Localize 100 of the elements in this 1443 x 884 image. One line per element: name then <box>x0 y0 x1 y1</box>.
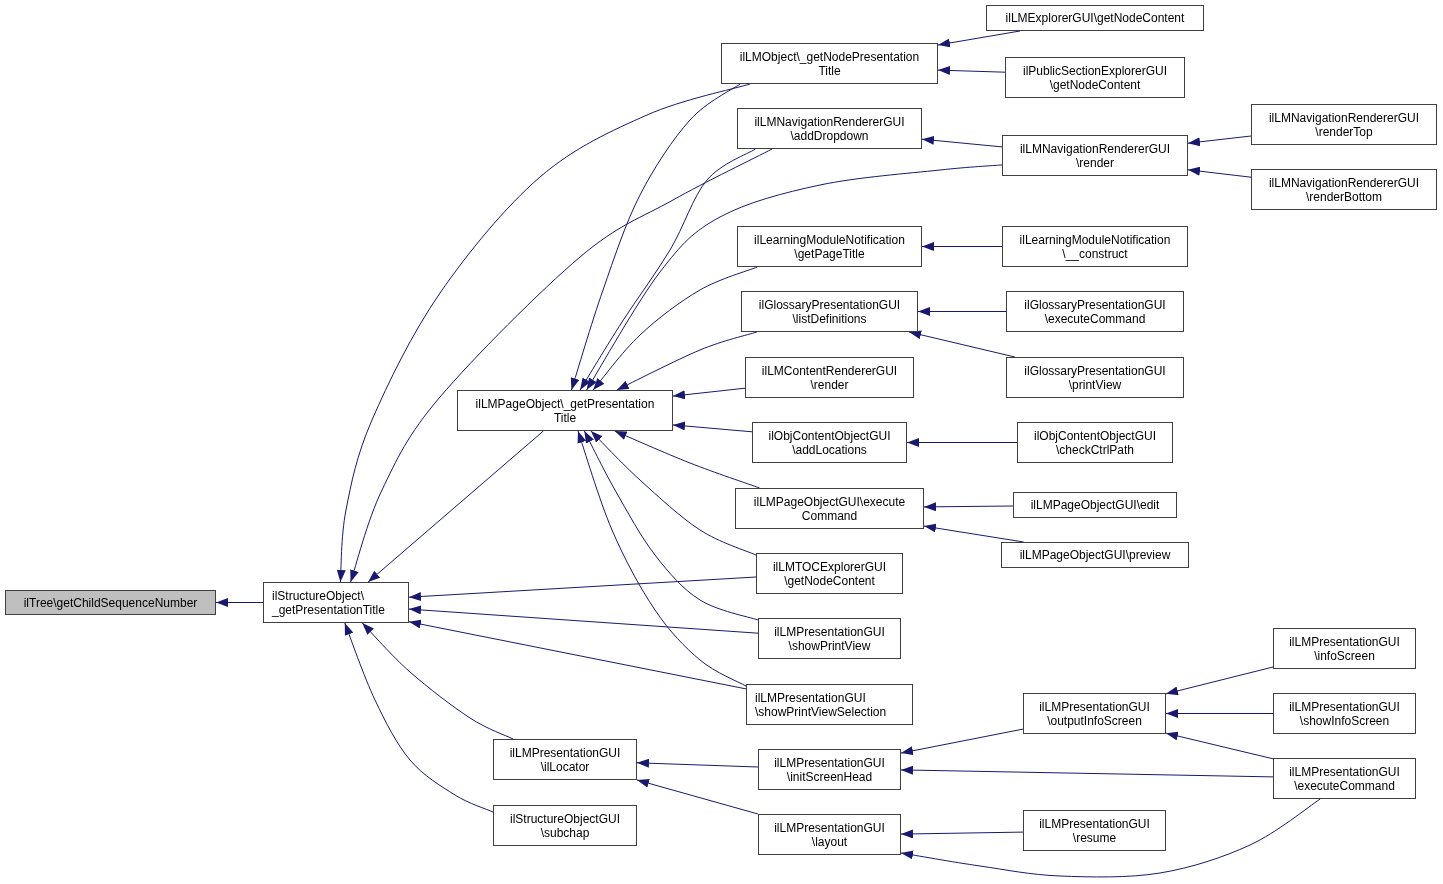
call-arrow <box>636 778 759 815</box>
function-node <box>1013 492 1177 518</box>
highlighted-function-node <box>5 590 216 615</box>
function-node <box>746 684 913 725</box>
function-name: ilTree\getChildSequenceNumber <box>23 595 198 610</box>
call-arrow <box>408 605 759 634</box>
call-arrow <box>917 307 1007 316</box>
call-arrow <box>367 430 544 583</box>
call-arrow <box>636 758 759 768</box>
function-node <box>1251 169 1437 210</box>
function-node <box>1251 104 1437 145</box>
function-node <box>1023 810 1166 851</box>
function-name: ilLMNavigationRendererGUI \renderTop <box>1267 110 1421 139</box>
function-name: ilLMPageObjectGUI\execute Command <box>752 494 907 523</box>
call-arrow <box>579 148 756 391</box>
function-name: ilLMNavigationRendererGUI \renderBottom <box>1267 175 1421 204</box>
call-arrow <box>408 619 747 690</box>
function-node <box>263 582 409 623</box>
call-arrow <box>900 829 1024 839</box>
function-name: ilStructureObject\ _getPresentationTitle <box>272 588 386 617</box>
function-node <box>1017 422 1173 463</box>
function-node <box>493 739 637 780</box>
function-node <box>752 422 907 463</box>
function-name: ilLMContentRendererGUI \render <box>760 363 899 392</box>
function-node <box>457 390 673 431</box>
call-arrow <box>1165 666 1274 696</box>
function-name: ilLMPresentationGUI \showInfoScreen <box>1288 699 1401 728</box>
function-name: ilLearningModuleNotification \getPageTitle <box>753 232 906 261</box>
function-name: ilLMPageObjectGUI\preview <box>1019 548 1171 562</box>
function-name: ilStructureObjectGUI \subchap <box>508 811 621 840</box>
function-name: ilLMPresentationGUI \showPrintViewSelection <box>755 690 888 719</box>
call-arrow <box>614 430 761 489</box>
function-name: ilLMPageObject\_getPresentation Title <box>474 396 656 425</box>
call-arrow <box>583 430 759 621</box>
call-arrow <box>215 598 264 607</box>
function-node <box>745 357 914 398</box>
function-name: ilGlossaryPresentationGUI \executeCommand <box>1023 297 1167 326</box>
call-arrow <box>906 438 1018 447</box>
function-name: ilGlossaryPresentationGUI \printView <box>1023 363 1167 392</box>
function-name: ilLMNavigationRendererGUI \addDropdown <box>753 114 906 143</box>
function-node <box>758 814 901 855</box>
function-name: ilLMPresentationGUI \layout <box>773 820 886 849</box>
function-node <box>493 805 637 846</box>
function-name: ilLMTOCExplorerGUI \getNodeContent <box>771 559 888 588</box>
call-arrow <box>616 331 758 391</box>
function-node <box>1273 628 1416 669</box>
function-node <box>737 108 922 149</box>
function-name: ilLMObject\_getNodePresentation Title <box>738 49 921 78</box>
function-name: ilGlossaryPresentationGUI \listDefinitions <box>757 297 902 326</box>
call-arrow <box>900 765 1274 778</box>
function-node <box>1002 226 1188 267</box>
function-node <box>1023 693 1166 734</box>
call-arrow <box>336 83 751 583</box>
call-arrow <box>1187 166 1252 178</box>
call-arrow <box>900 728 1024 756</box>
call-arrow <box>1187 135 1252 147</box>
function-node <box>741 291 918 332</box>
call-arrow <box>672 387 746 400</box>
function-name: ilObjContentObjectGUI \checkCtrlPath <box>1032 428 1158 457</box>
function-name: ilLMPresentationGUI \executeCommand <box>1288 764 1401 793</box>
call-arrow <box>350 148 773 583</box>
call-arrow <box>586 164 1003 391</box>
function-name: ilLMPresentationGUI \showPrintView <box>773 624 886 653</box>
call-arrow <box>1165 731 1274 760</box>
function-node <box>758 618 901 659</box>
function-name: ilLMPresentationGUI \infoScreen <box>1288 634 1401 663</box>
call-arrow <box>1165 709 1274 718</box>
function-node <box>1006 357 1184 398</box>
call-arrow <box>592 266 758 391</box>
function-name: ilLMNavigationRendererGUI \render <box>1018 141 1172 170</box>
function-node <box>1005 57 1185 98</box>
function-node <box>1001 542 1189 568</box>
call-arrow <box>361 622 514 740</box>
function-node <box>1002 135 1188 176</box>
function-name: ilLMPageObjectGUI\edit <box>1030 498 1160 512</box>
function-node <box>737 226 922 267</box>
function-node <box>1006 291 1184 332</box>
call-arrow <box>900 798 1321 878</box>
function-node <box>756 553 903 594</box>
function-name: ilLMPresentationGUI \resume <box>1038 816 1151 845</box>
call-arrow <box>672 421 753 433</box>
call-arrow <box>590 430 757 556</box>
function-node <box>758 749 901 790</box>
function-name: ilPublicSectionExplorerGUI \getNodeContent <box>1021 63 1169 92</box>
function-node <box>721 43 938 84</box>
function-node <box>986 5 1204 31</box>
call-arrow <box>923 502 1014 512</box>
call-arrow <box>344 622 494 813</box>
function-node <box>735 488 924 529</box>
function-name: ilLMPresentationGUI \outputInfoScreen <box>1038 699 1151 728</box>
function-name: ilObjContentObjectGUI \addLocations <box>767 428 892 457</box>
call-arrow <box>921 135 1003 148</box>
call-arrow <box>570 83 741 391</box>
function-name: ilLMPresentationGUI \initScreenHead <box>773 755 886 784</box>
call-arrow <box>577 430 747 687</box>
call-arrow <box>908 330 1016 358</box>
call-arrow <box>937 66 1006 75</box>
function-name: ilLMExplorerGUI\getNodeContent <box>1005 11 1185 25</box>
call-arrow <box>408 576 757 601</box>
function-node <box>1273 758 1416 799</box>
